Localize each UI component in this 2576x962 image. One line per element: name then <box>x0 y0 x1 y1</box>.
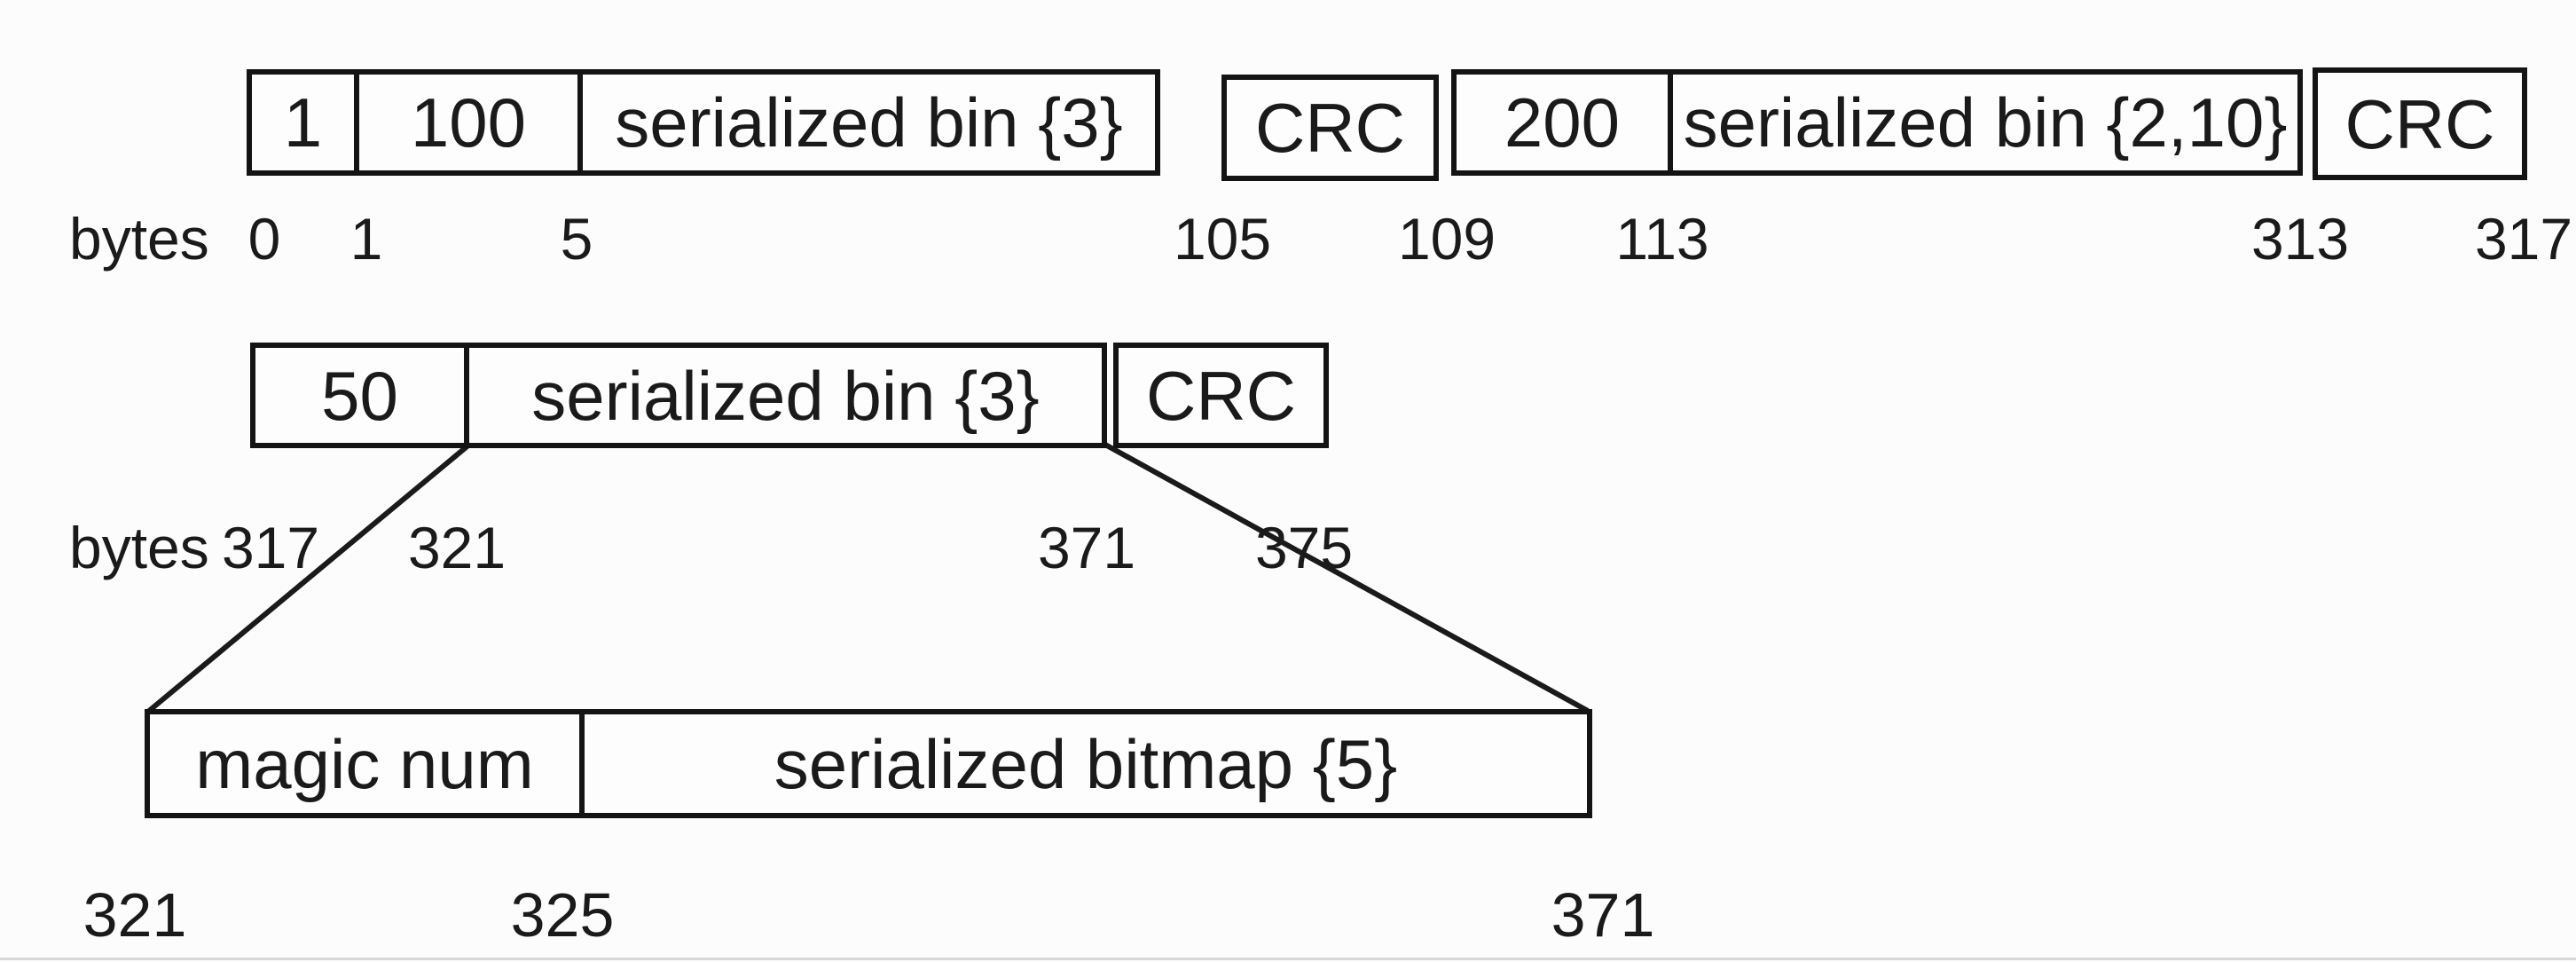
byte-offset-1: 1 <box>349 206 383 272</box>
byte-offset-313: 313 <box>2250 206 2350 272</box>
bottom-edge-line <box>0 958 2576 960</box>
byte-offset-321-row2: 321 <box>407 515 507 580</box>
byte-offset-317-row2: 317 <box>221 515 320 580</box>
segment-serialized-bitmap-5: serialized bitmap {5} <box>579 709 1592 818</box>
segment-key-200: 200 <box>1451 69 1673 176</box>
byte-offset-371-row2: 371 <box>1037 515 1136 580</box>
byte-offset-0: 0 <box>247 206 281 272</box>
byte-offset-105: 105 <box>1173 206 1272 272</box>
segment-crc-2: CRC <box>2313 67 2527 180</box>
byte-offset-325: 325 <box>510 880 615 950</box>
byte-offset-321-row3: 321 <box>82 880 187 950</box>
bytes-axis-label-row1: bytes <box>69 206 209 272</box>
segment-serialized-bin-2-10: serialized bin {2,10} <box>1668 69 2303 176</box>
byte-offset-371-row3: 371 <box>1551 880 1655 950</box>
bytes-axis-label-row2: bytes <box>69 515 209 580</box>
segment-key-100: 100 <box>354 69 583 176</box>
byte-offset-113: 113 <box>1615 206 1709 272</box>
zoom-connector-right-line <box>1103 442 1590 714</box>
byte-offset-5: 5 <box>560 206 593 272</box>
segment-crc-frame: CRC <box>1113 343 1329 448</box>
segment-key-50: 50 <box>250 343 469 448</box>
segment-flag-1: 1 <box>247 69 359 176</box>
segment-serialized-bin-3-frame: serialized bin {3} <box>464 343 1107 448</box>
segment-serialized-bin-3: serialized bin {3} <box>577 69 1160 176</box>
byte-offset-375: 375 <box>1254 515 1354 580</box>
segment-magic-num: magic num <box>145 709 585 818</box>
segment-crc-1: CRC <box>1221 75 1439 181</box>
byte-offset-109: 109 <box>1397 206 1496 272</box>
zoom-connector-left-line <box>147 442 471 714</box>
byte-offset-317-row1: 317 <box>2474 206 2573 272</box>
